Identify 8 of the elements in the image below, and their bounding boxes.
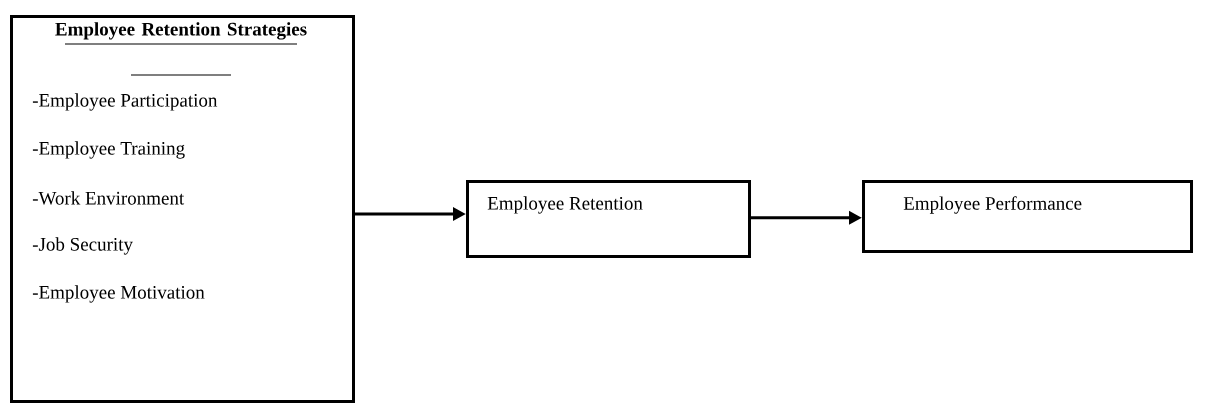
list-item: -Employee Training	[32, 141, 185, 159]
underlined-heading: Employee Retention Strategies	[55, 22, 307, 76]
list-item: -Job Security	[32, 237, 133, 255]
box-label: Employee Retention	[487, 196, 643, 214]
box-label: Employee Performance	[903, 196, 1082, 214]
list-item: -Employee Participation	[32, 93, 218, 111]
list-item: -Work Environment	[32, 191, 185, 205]
list-item: -Employee Motivation	[32, 285, 205, 303]
